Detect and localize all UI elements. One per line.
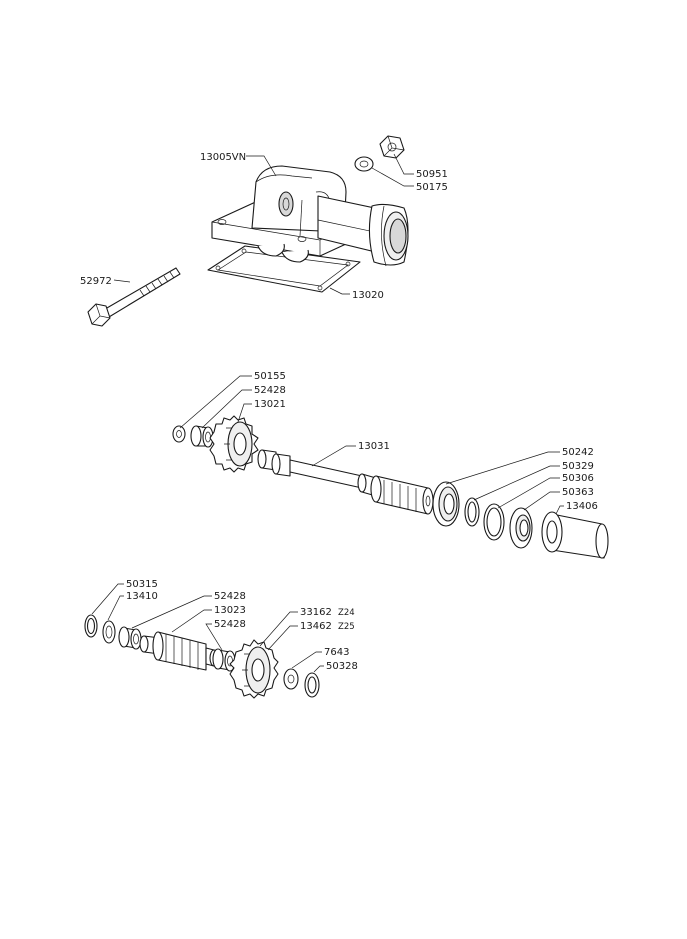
bearing-50242: [432, 481, 460, 527]
label-50329: 50329: [562, 461, 594, 472]
shaft-13031: [257, 449, 434, 515]
label-50175: 50175: [416, 182, 448, 193]
label-13406: 13406: [566, 501, 598, 512]
label-13020: 13020: [352, 290, 384, 301]
label-52428-c: 52428: [214, 619, 246, 630]
label-50951: 50951: [416, 169, 448, 180]
nut-50951: [379, 135, 405, 159]
main-shaft-assembly: [172, 375, 609, 559]
label-13031: 13031: [358, 441, 390, 452]
gear-13021: [209, 415, 259, 473]
label-7643: 7643: [324, 647, 349, 658]
circlip-50329: [464, 497, 480, 527]
bolt-52972: [87, 267, 181, 327]
label-13021: 13021: [254, 399, 286, 410]
label-52428-b: 52428: [214, 591, 246, 602]
label-50306: 50306: [562, 473, 594, 484]
label-z25: Z25: [338, 622, 355, 632]
circlip-50315: [84, 614, 98, 638]
label-52972: 52972: [80, 276, 112, 287]
label-z24: Z24: [338, 608, 355, 618]
washer-13410: [102, 620, 116, 644]
gear-33162-13462: [229, 639, 279, 699]
label-52428-a: 52428: [254, 385, 286, 396]
label-13005VN: 13005VN: [200, 152, 246, 163]
housing-13005VN: [211, 165, 409, 267]
label-33162: 33162: [300, 607, 332, 618]
label-50328: 50328: [326, 661, 358, 672]
label-50242: 50242: [562, 447, 594, 458]
washer-50175: [354, 156, 374, 172]
needle-bearing-52428-a: [190, 425, 214, 448]
pinion-shaft-13023: [139, 631, 219, 671]
label-13462: 13462: [300, 621, 332, 632]
washer-50155: [172, 425, 186, 443]
circlip-50328: [304, 672, 320, 698]
circlip-50306: [483, 503, 505, 541]
countershaft-assembly: [84, 583, 324, 699]
label-13410: 13410: [126, 591, 158, 602]
gasket-13020: [207, 245, 361, 293]
label-50363: 50363: [562, 487, 594, 498]
label-50315: 50315: [126, 579, 158, 590]
housing-assembly: [87, 135, 414, 327]
needle-bearing-52428-b: [118, 626, 142, 650]
bushing-13406: [541, 511, 609, 559]
washer-7643: [283, 668, 299, 690]
label-50155: 50155: [254, 371, 286, 382]
seal-50363: [509, 507, 533, 549]
label-13023: 13023: [214, 605, 246, 616]
needle-bearing-52428-c: [212, 648, 236, 672]
